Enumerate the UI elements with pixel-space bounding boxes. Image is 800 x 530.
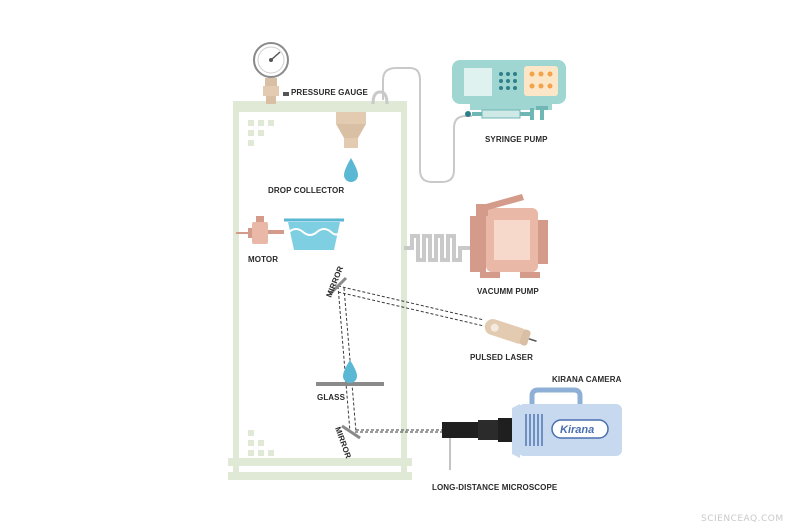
water-basin-icon — [284, 218, 344, 250]
pressure-gauge-label: PRESSURE GAUGE — [291, 88, 369, 97]
motor-label: MOTOR — [248, 255, 278, 264]
glass-slide-icon — [316, 382, 384, 386]
drop-collector-label: DROP COLLECTOR — [268, 186, 344, 195]
pulsed-laser-icon — [484, 319, 537, 346]
kirana-camera-icon — [512, 387, 622, 458]
drop-collector-icon — [336, 112, 366, 182]
chamber-decoration-bottom — [248, 430, 274, 456]
glass-label: GLASS — [317, 393, 346, 402]
mirror-bottom-icon — [341, 424, 361, 440]
long-distance-microscope-icon — [442, 418, 512, 470]
syringe-pump-label: SYRINGE PUMP — [485, 135, 548, 144]
mirror-top-icon — [328, 276, 348, 296]
motor-icon — [236, 216, 284, 244]
kirana-camera-brand: Kirana — [560, 424, 594, 436]
vacuum-hose — [404, 234, 470, 262]
syringe-tube — [371, 67, 472, 183]
watermark: SCIENCEAQ.COM — [701, 514, 784, 524]
chamber-decoration-top — [248, 120, 274, 146]
water-drop-icon — [343, 360, 357, 383]
syringe-pump-icon — [452, 60, 566, 120]
kirana-camera-label: KIRANA CAMERA — [552, 375, 622, 384]
vacuum-pump-icon — [470, 194, 548, 278]
vacuum-pump-label: VACUMM PUMP — [477, 287, 539, 296]
vacuum-chamber — [228, 101, 412, 480]
pressure-gauge-icon — [253, 42, 289, 104]
microscope-label: LONG-DISTANCE MICROSCOPE — [432, 483, 558, 492]
pulsed-laser-label: PULSED LASER — [470, 353, 533, 362]
